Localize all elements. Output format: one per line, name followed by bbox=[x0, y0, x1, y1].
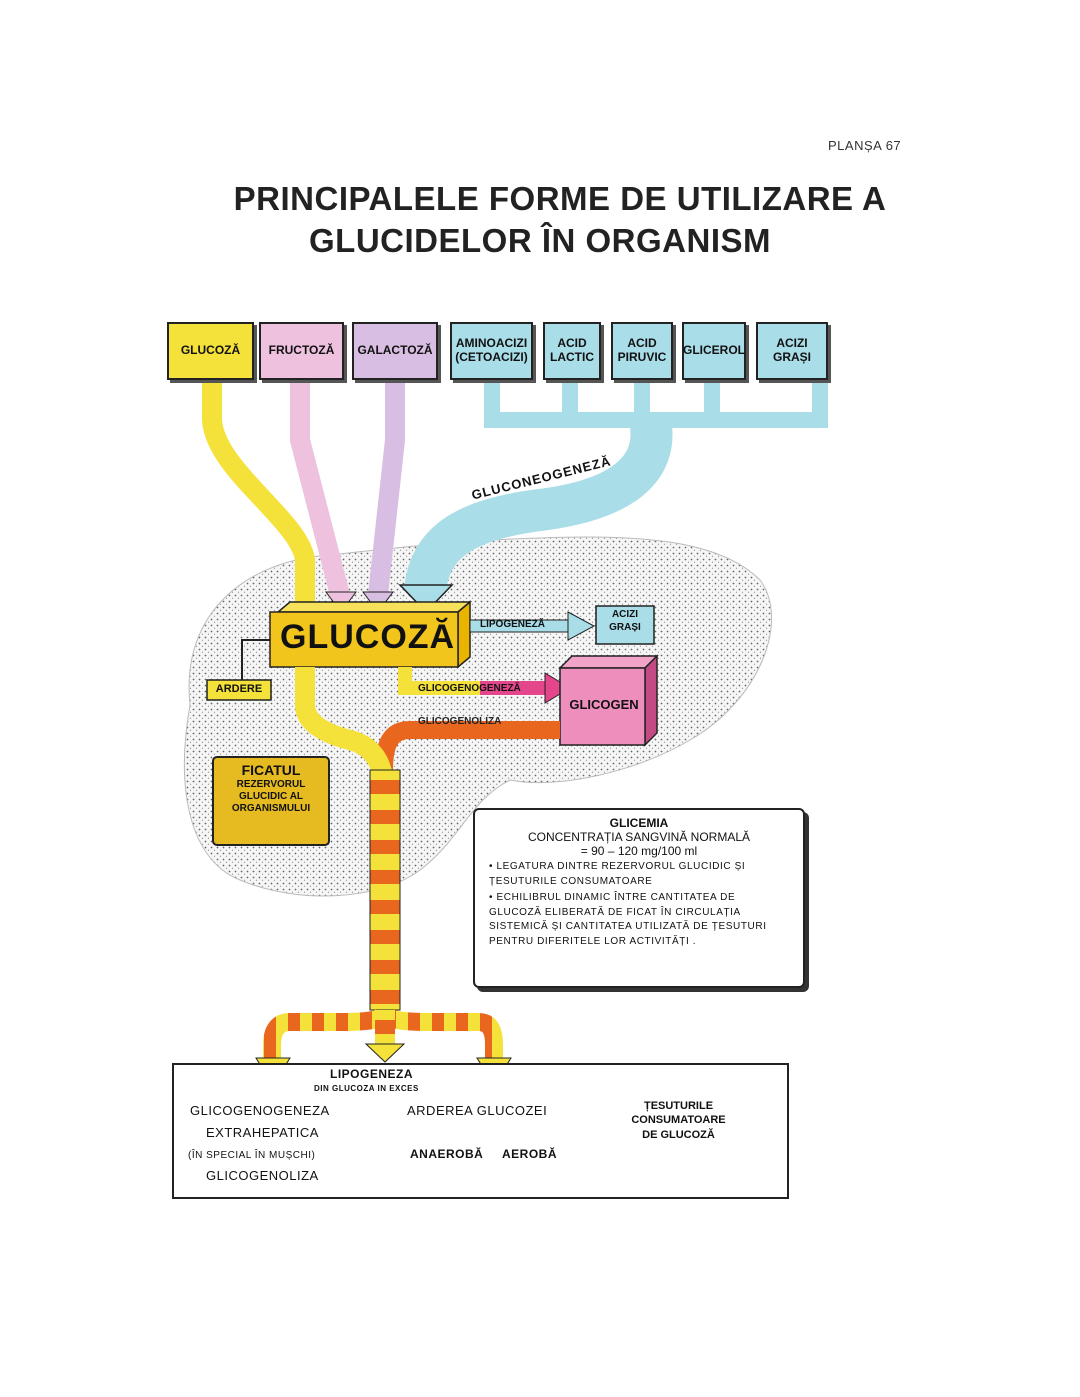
acizi-grasi-small-box bbox=[595, 605, 655, 645]
glucoza-box-top bbox=[275, 601, 473, 613]
tesuturile-line-3: DE GLUCOZĂ bbox=[642, 1128, 715, 1141]
bottom-aeroba: AEROBĂ bbox=[502, 1147, 558, 1161]
ficatul-box bbox=[212, 756, 330, 846]
source-label: GALACTOZĂ bbox=[357, 343, 433, 358]
gluconeogenesis-arrowhead bbox=[398, 584, 454, 614]
glicemia-bullet-1: • LEGATURA DINTRE REZERVORUL GLUCIDIC ȘI… bbox=[489, 861, 746, 887]
acizi-grasi-line-1: ACIZI bbox=[611, 609, 639, 620]
source-galactoza: GALACTOZĂ bbox=[352, 322, 438, 380]
blood-column bbox=[369, 769, 401, 1011]
branch-right bbox=[376, 1007, 503, 1062]
bottom-din-glucoza: DIN GLUCOZA IN EXCES bbox=[314, 1084, 419, 1093]
glicogenoliza-label: GLICOGENOLIZA bbox=[418, 716, 502, 727]
source-glicerol: GLICEROL bbox=[682, 322, 746, 380]
bottom-extrahepatica: EXTRAHEPATICA bbox=[206, 1125, 319, 1140]
lipogeneza-label: LIPOGENEZĂ bbox=[480, 619, 546, 630]
source-aminoacizi: AMINOACIZI(CETOACIZI) bbox=[450, 322, 533, 380]
glucoza-box-front bbox=[269, 611, 459, 668]
fructose-pipe bbox=[290, 382, 350, 598]
glycogenogenesis-arrowhead bbox=[544, 672, 571, 704]
acizi-grasi-label: ACIZI GRAȘI bbox=[596, 609, 654, 634]
page-title-line-2: GLUCIDELOR ÎN ORGANISM bbox=[309, 222, 771, 259]
ficatul-line-4: ORGANISMULUI bbox=[231, 802, 311, 814]
bottom-lipogeneza: LIPOGENEZA bbox=[330, 1067, 414, 1081]
galactose-pipe bbox=[368, 382, 405, 597]
gluconeogenesis-pipes bbox=[404, 382, 828, 594]
bottom-anaeroba: ANAEROBĂ bbox=[410, 1147, 484, 1161]
source-label: ACIZI bbox=[776, 336, 808, 351]
tesuturile-label: ȚESUTURILE CONSUMATOARE DE GLUCOZĂ bbox=[610, 1099, 747, 1142]
ficatul-line-3: GLUCIDIC AL bbox=[238, 790, 304, 802]
ardere-connector bbox=[241, 639, 270, 680]
plate-number: PLANȘA 67 bbox=[828, 138, 902, 153]
bottom-arderea: ARDEREA GLUCOZEI bbox=[407, 1103, 548, 1118]
branch-middle bbox=[375, 1010, 395, 1048]
bottom-box bbox=[172, 1063, 789, 1199]
lipogenesis-arrowhead bbox=[567, 611, 596, 641]
ficatul-line-2: REZERVORUL bbox=[236, 778, 306, 790]
glicogen-label: GLICOGEN bbox=[569, 697, 639, 712]
source-label: GLUCOZĂ bbox=[180, 343, 241, 358]
ardere-box bbox=[206, 679, 272, 701]
source-label-2: PIRUVIC bbox=[617, 350, 667, 364]
glicogenogeneza-label: GLICOGENOGENEZĂ bbox=[418, 683, 521, 694]
source-label: FRUCTOZĂ bbox=[268, 343, 335, 358]
page-title-line-1: PRINCIPALELE FORME DE UTILIZARE A bbox=[233, 180, 887, 217]
ficatul-line-1: FICATUL bbox=[241, 762, 301, 778]
bottom-glicogenogeneza: GLICOGENOGENEZA bbox=[190, 1103, 330, 1118]
arrow-middle-head bbox=[364, 1043, 406, 1063]
tesuturile-line-1: ȚESUTURILE bbox=[643, 1100, 714, 1112]
glicemia-value: = 90 – 120 mg/100 ml bbox=[580, 844, 698, 858]
glicemia-bullet-2: • ECHILIBRUL DINAMIC ÎNTRE CANTITATEA DE… bbox=[489, 892, 767, 947]
glicogen-box bbox=[559, 667, 646, 746]
glucoza-main-label: GLUCOZĂ bbox=[280, 618, 456, 656]
tesuturile-line-2: CONSUMATOARE bbox=[631, 1114, 726, 1127]
bottom-glicogenoliza: GLICOGENOLIZA bbox=[206, 1168, 319, 1183]
glucose-pipe bbox=[202, 382, 315, 615]
source-label-2: LACTIC bbox=[550, 350, 594, 364]
bottom-in-special: (ÎN SPECIAL ÎN MUȘCHI) bbox=[188, 1150, 316, 1161]
source-label: GLICEROL bbox=[683, 343, 745, 358]
glicemia-box: GLICEMIA CONCENTRAȚIA SANGVINĂ NORMALĂ =… bbox=[473, 808, 805, 988]
ficatul-label: FICATUL REZERVORUL GLUCIDIC AL ORGANISMU… bbox=[213, 762, 329, 815]
source-label-2: GRAȘI bbox=[772, 350, 811, 364]
source-label: ACID bbox=[557, 336, 587, 351]
acizi-grasi-line-2: GRAȘI bbox=[609, 621, 641, 633]
glucoza-box-side bbox=[457, 600, 471, 669]
glicemia-subtitle: CONCENTRAȚIA SANGVINĂ NORMALĂ bbox=[527, 830, 751, 844]
source-glucoza: GLUCOZĂ bbox=[167, 322, 254, 380]
source-label: AMINOACIZI bbox=[455, 336, 528, 351]
branch-left bbox=[263, 1007, 394, 1062]
ardere-label: ARDERE bbox=[215, 683, 263, 695]
source-label-2: (CETOACIZI) bbox=[455, 350, 528, 364]
glicemia-title: GLICEMIA bbox=[609, 816, 669, 830]
source-fructoza: FRUCTOZĂ bbox=[259, 322, 344, 380]
source-label: ACID bbox=[627, 336, 657, 351]
